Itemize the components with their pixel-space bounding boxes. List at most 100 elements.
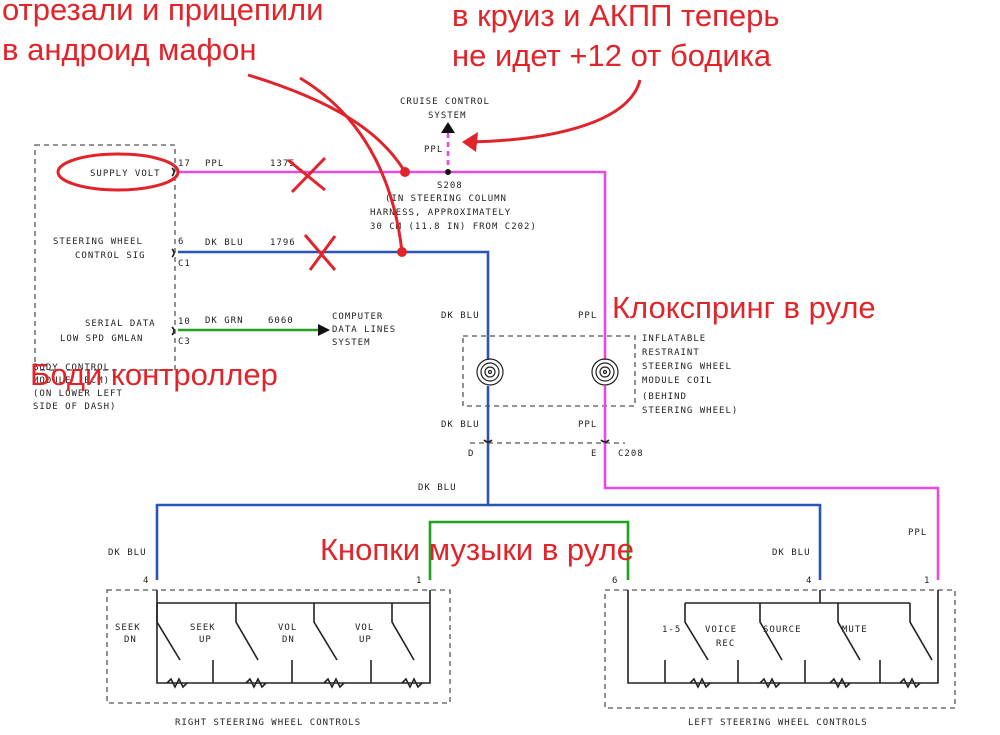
coil-spiral-right [591, 358, 619, 386]
bcm-module-label-3: (ON LOWER LEFT [33, 389, 123, 399]
cut-note-line-2: в андроид мафон [2, 32, 256, 67]
right-controls-box [106, 589, 451, 704]
right-pin-1: 1 [416, 576, 422, 586]
cut-note-line-1: отрезали и прицепили [2, 0, 323, 27]
bcm-pin-6: 6 [178, 237, 184, 247]
seek-dn-label-2: DN [124, 635, 137, 645]
left-ppl-label: PPL [908, 528, 927, 538]
coil-label-2: RESTRAINT [642, 348, 700, 358]
vol-dn-label-1: VOL [278, 623, 297, 633]
bcm-serial-label-2: LOW SPD GMLAN [60, 334, 143, 344]
bcm-module-label-4: SIDE OF DASH) [33, 402, 116, 412]
right-dkblu-label: DK BLU [108, 548, 147, 558]
bcm-supply-volt-label: SUPPLY VOLT [90, 169, 161, 179]
computer-label-1: COMPUTER [332, 312, 383, 322]
c208-id: C208 [618, 449, 644, 459]
voice-rec-label-1: VOICE [705, 625, 737, 635]
coil-ppl-label: PPL [578, 311, 597, 321]
supply-circuit-1375: 1375 [270, 159, 296, 169]
bcm-pin-c1: C1 [178, 259, 191, 269]
supply-ppl-wire [178, 170, 607, 360]
seek-up-label-2: UP [199, 635, 212, 645]
coil-label-5: (BEHIND [642, 392, 687, 402]
c208-tick [483, 439, 610, 443]
serial-grn-label: DK GRN [205, 316, 244, 326]
music-grn-wire [428, 520, 630, 580]
cruise-note-line-2: не идет +12 от бодика [452, 38, 772, 73]
cruise-note-pointer [469, 79, 642, 144]
left-1-5-label: 1-5 [662, 625, 681, 635]
supply-volt-circle [56, 152, 180, 192]
splice-id: S208 [437, 181, 463, 191]
sw-control-blu-label: DK BLU [205, 238, 244, 248]
bcm-serial-label-1: SERIAL DATA [85, 319, 156, 329]
right-controls-resistors [166, 677, 423, 689]
bcm-pin-17: 17 [178, 159, 191, 169]
sw-control-circuit-1796: 1796 [270, 238, 296, 248]
vol-up-label-1: VOL [355, 623, 374, 633]
coil-ppl-lower-wire [603, 386, 940, 580]
music-buttons-note: Кнопки музыки в руле [320, 532, 634, 567]
body-controller-note: Боди контроллер [30, 357, 278, 392]
coil-dkblu-label: DK BLU [441, 311, 480, 321]
mute-label: MUTE [842, 625, 868, 635]
cruise-label-2: SYSTEM [428, 111, 467, 121]
cruise-arrow-head [441, 122, 455, 133]
source-label: SOURCE [763, 625, 802, 635]
right-controls-title: RIGHT STEERING WHEEL CONTROLS [175, 718, 361, 728]
cut-x-supply [287, 156, 327, 194]
left-controls-switches [664, 603, 933, 683]
supply-ppl-label: PPL [205, 159, 224, 169]
serial-circuit-6060: 6060 [268, 316, 294, 326]
bcm-module-label-2: MODULE (BCM) [33, 376, 110, 386]
coil-label-6: STEERING WHEEL) [642, 406, 738, 416]
splice-label-3: 30 CM (11.8 IN) FROM C202) [370, 222, 537, 232]
bcm-pin-c3: C3 [178, 337, 191, 347]
right-controls-bus [156, 590, 431, 684]
coil-label-4: MODULE COIL [642, 376, 713, 386]
left-pin-6: 6 [612, 576, 618, 586]
cruise-label-1: CRUISE CONTROL [400, 97, 490, 107]
splice-label-1: (IN STEERING COLUMN [385, 194, 507, 204]
cut-x-blu [303, 234, 337, 271]
left-controls-bus [627, 590, 939, 684]
seek-dn-label-1: SEEK [115, 623, 141, 633]
lower-ppl-label: PPL [578, 420, 597, 430]
cut-note-pointer-2 [299, 76, 404, 253]
vol-dn-label-2: DN [282, 635, 295, 645]
voice-rec-label-2: REC [716, 639, 735, 649]
left-controls-resistors [689, 677, 921, 689]
clockspring-note: Клокспринг в руле [612, 290, 876, 325]
cruise-note-arrowhead [462, 132, 478, 152]
cut-note-pointer-1 [247, 73, 407, 173]
left-dkblu-label: DK BLU [772, 548, 811, 558]
dkblu-mid-label: DK BLU [418, 483, 457, 493]
vol-up-label-2: UP [359, 635, 372, 645]
right-pin-4: 4 [143, 576, 149, 586]
splice-label-2: HARNESS, APPROXIMATELY [370, 208, 511, 218]
coil-spiral-left [476, 358, 504, 386]
left-pin-1: 1 [924, 576, 930, 586]
bcm-module-label-1: BODY CONTROL [33, 363, 110, 373]
bcm-sw-control-label-2: CONTROL SIG [75, 251, 146, 261]
left-pin-4: 4 [806, 576, 812, 586]
right-controls-switches [156, 603, 415, 683]
coil-blu-lower-wire [155, 386, 490, 580]
computer-label-2: DATA LINES [332, 325, 396, 335]
coil-box [462, 335, 636, 407]
c208-pin-d: D [468, 449, 474, 459]
sw-control-blu-wire [178, 250, 490, 360]
seek-up-label-1: SEEK [190, 623, 216, 633]
left-controls-box [604, 589, 956, 709]
coil-label-3: STEERING WHEEL [642, 362, 732, 372]
cruise-note-line-1: в круиз и АКПП теперь [452, 0, 780, 33]
computer-arrow-head [318, 324, 330, 336]
c208-pin-e: E [591, 449, 597, 459]
bcm-sw-control-label-1: STEERING WHEEL [53, 237, 143, 247]
right-to-left-blu-wire [488, 503, 822, 580]
cruise-ppl-label: PPL [424, 145, 443, 155]
coil-label-1: INFLATABLE [642, 334, 706, 344]
left-controls-title: LEFT STEERING WHEEL CONTROLS [688, 718, 868, 728]
bcm-box [34, 144, 176, 371]
